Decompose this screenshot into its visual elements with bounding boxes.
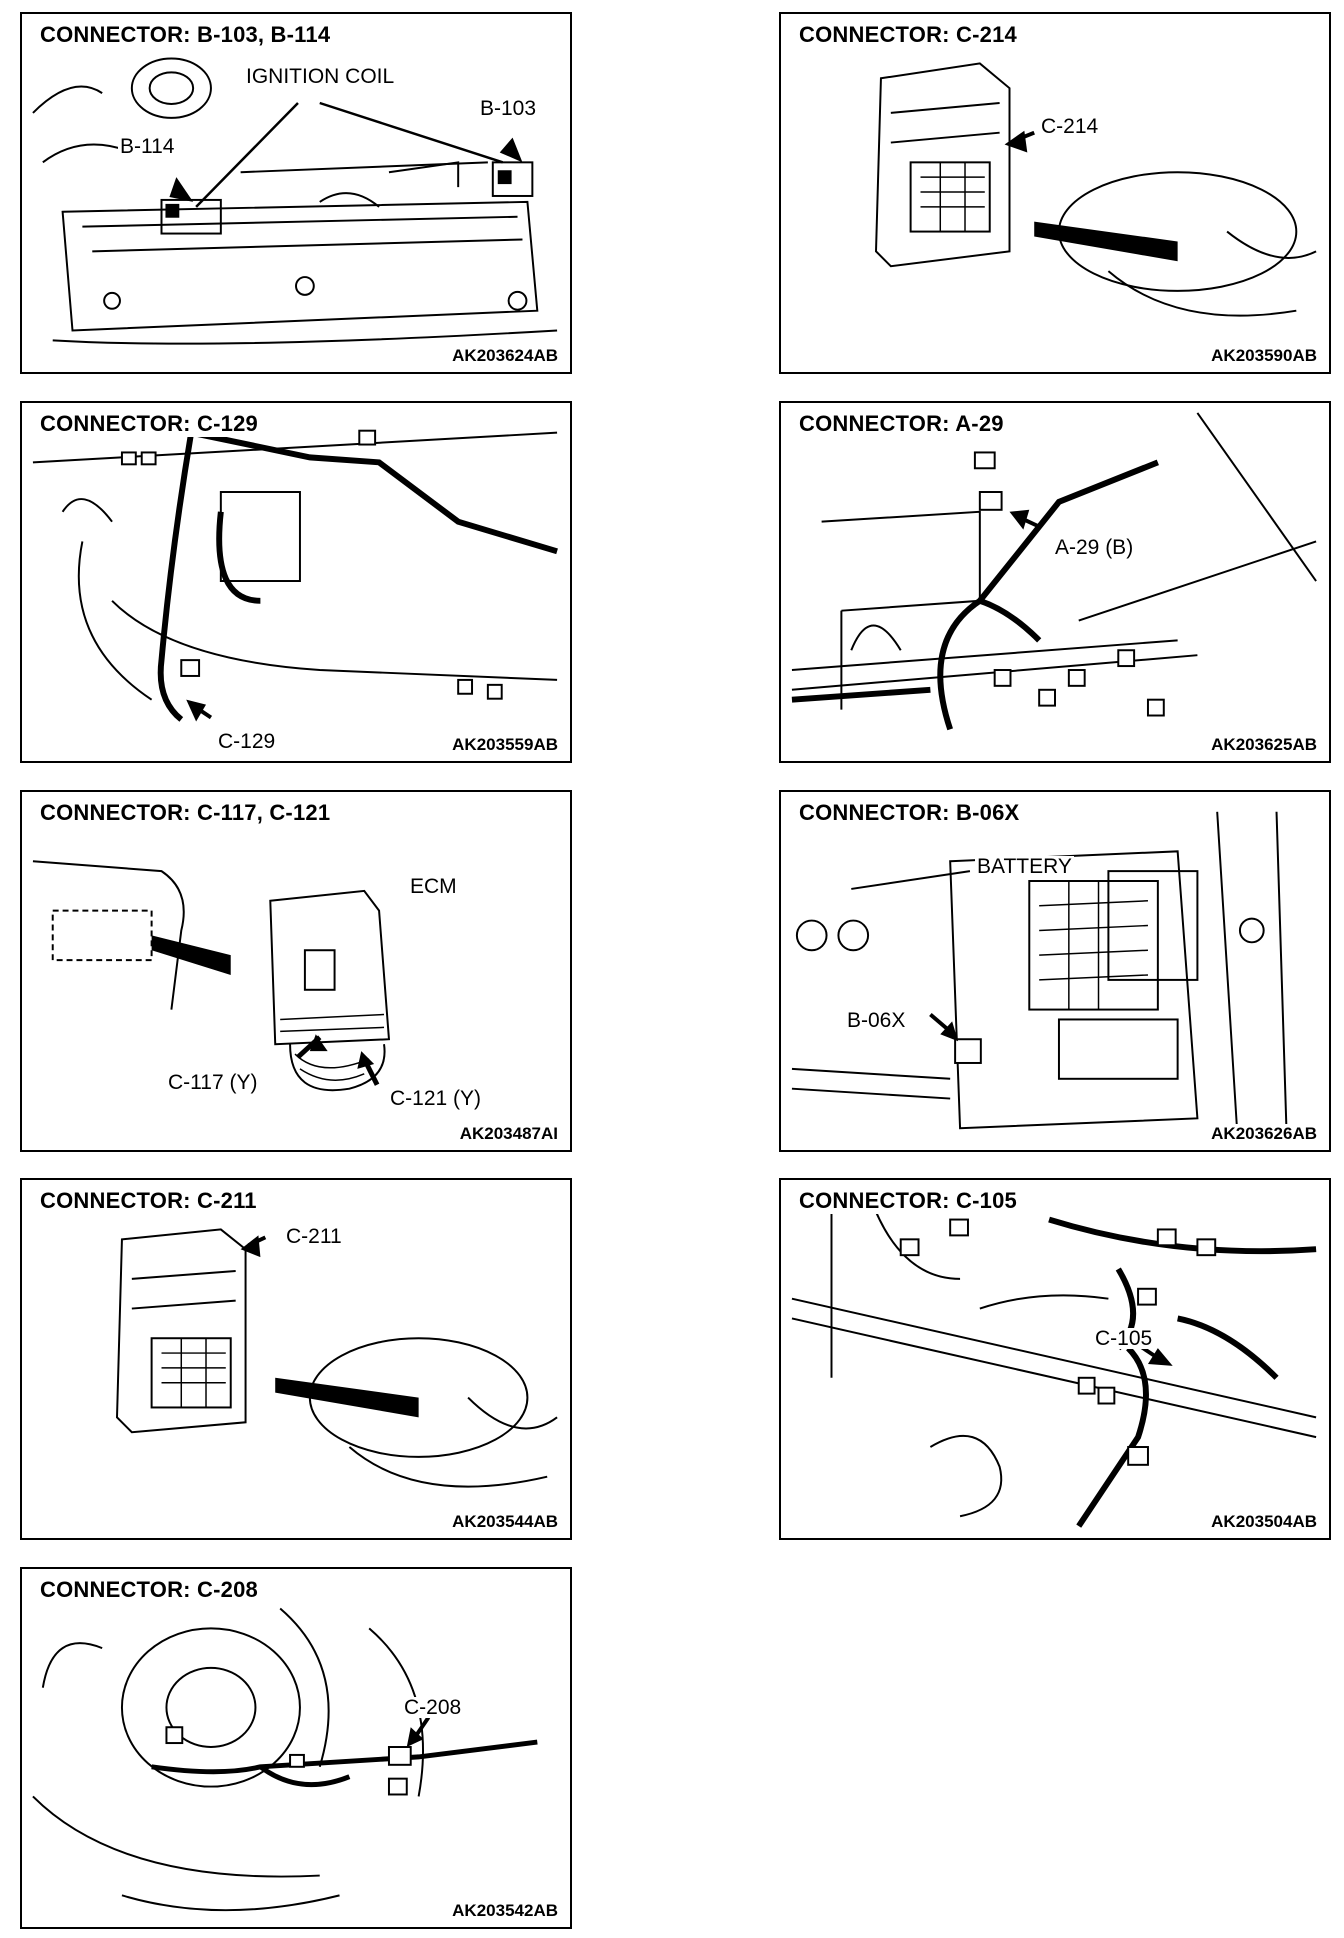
bulkhead-harness-illustration <box>791 412 1317 731</box>
label-ecm: ECM <box>408 875 459 898</box>
label-battery: BATTERY <box>975 855 1074 878</box>
label-b06x: B-06X <box>845 1009 908 1032</box>
panel-title: CONNECTOR: C-117, C-121 <box>36 800 335 826</box>
engine-bay-fuse-box-illustration <box>791 811 1288 1130</box>
ecm-illustration <box>32 860 391 1092</box>
figure-code: AK203487AI <box>457 1124 560 1144</box>
panel-title: CONNECTOR: C-214 <box>795 22 1021 48</box>
panel-c211: CONNECTOR: C-211 C-211 AK203544AB <box>20 1178 572 1540</box>
label-c208: C-208 <box>402 1696 464 1719</box>
label-c211: C-211 <box>284 1225 344 1248</box>
label-b114: B-114 <box>118 135 177 158</box>
panel-title: CONNECTOR: C-208 <box>36 1577 262 1603</box>
panel-c208: CONNECTOR: C-208 C-208 AK203542AB <box>20 1567 572 1929</box>
label-c117-y: C-117 (Y) <box>166 1071 260 1094</box>
panel-c105: CONNECTOR: C-105 C-105 AK203504AB <box>779 1178 1331 1540</box>
label-c121-y: C-121 (Y) <box>388 1087 484 1110</box>
panel-c117-c121: CONNECTOR: C-117, C-121 ECM C-117 (Y) C-… <box>20 790 572 1152</box>
panel-title: CONNECTOR: C-211 <box>36 1188 261 1214</box>
label-b103: B-103 <box>478 97 539 120</box>
panel-title: CONNECTOR: B-103, B-114 <box>36 22 335 48</box>
figure-code: AK203624AB <box>450 346 560 366</box>
panel-title: CONNECTOR: C-105 <box>795 1188 1021 1214</box>
panel-c129: CONNECTOR: C-129 C-129 AK203559AB <box>20 401 572 763</box>
label-a29-b: A-29 (B) <box>1053 536 1136 559</box>
figure-code: AK203625AB <box>1209 735 1319 755</box>
label-c105: C-105 <box>1093 1327 1155 1350</box>
figure-code: AK203559AB <box>450 735 560 755</box>
figure-code: AK203544AB <box>450 1512 560 1532</box>
label-c129: C-129 <box>216 730 278 753</box>
panel-c214: CONNECTOR: C-214 C-214 AK203590AB <box>779 12 1331 374</box>
label-ignition-coil: IGNITION COIL <box>244 65 397 88</box>
panel-a29: CONNECTOR: A-29 A-29 (B) AK203625AB <box>779 401 1331 763</box>
junction-block-illustration <box>115 1228 558 1488</box>
panel-title: CONNECTOR: C-129 <box>36 411 262 437</box>
figure-code: AK203504AB <box>1209 1512 1319 1532</box>
engine-illustration <box>32 57 558 345</box>
dash-harness-illustration <box>791 1199 1317 1528</box>
figure-code: AK203626AB <box>1209 1124 1319 1144</box>
dash-harness-illustration <box>32 429 558 722</box>
label-c214: C-214 <box>1039 115 1101 138</box>
panel-title: CONNECTOR: A-29 <box>795 411 1008 437</box>
figure-code: AK203542AB <box>450 1901 560 1921</box>
panel-b06x: CONNECTOR: B-06X BATTERY B-06X AK203626A… <box>779 790 1331 1152</box>
figure-code: AK203590AB <box>1209 346 1319 366</box>
junction-block-illustration <box>874 62 1317 317</box>
panel-title: CONNECTOR: B-06X <box>795 800 1024 826</box>
panel-b103-b114: CONNECTOR: B-103, B-114 IGNITION COIL B-… <box>20 12 572 374</box>
steering-column-illustration <box>32 1607 538 1912</box>
